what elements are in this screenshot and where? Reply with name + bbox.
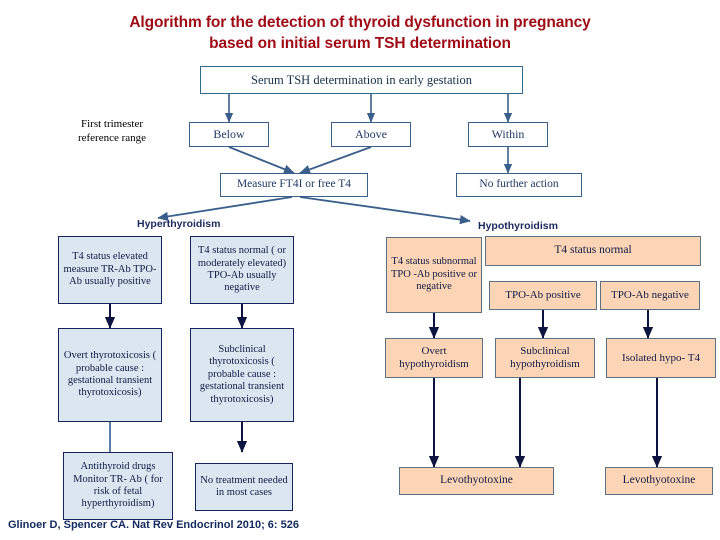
citation-footer: Glinoer D, Spencer CA. Nat Rev Endocrino…: [8, 519, 299, 531]
node-tpo-ab-negative[interactable]: TPO-Ab negative: [600, 281, 700, 310]
node-overt-thyrotoxicosis[interactable]: Overt thyrotoxicosis ( probable cause : …: [58, 328, 162, 422]
node-above[interactable]: Above: [331, 122, 411, 147]
label-hyperthyroidism: Hyperthyroidism: [137, 218, 221, 230]
node-hypo-status-normal[interactable]: T4 status normal: [485, 236, 701, 266]
node-tpo-ab-positive[interactable]: TPO-Ab positive: [489, 281, 597, 310]
node-hyper-status-normal[interactable]: T4 status normal ( or moderately elevate…: [190, 236, 294, 304]
node-root[interactable]: Serum TSH determination in early gestati…: [200, 66, 523, 94]
node-subclinical-thyrotoxicosis[interactable]: Subclinical thyrotoxicosis ( probable ca…: [190, 328, 294, 422]
node-measure-ft4i[interactable]: Measure FT4I or free T4: [220, 173, 368, 197]
label-hypothyroidism: Hypothyroidism: [478, 220, 558, 232]
node-levothyroxine-left[interactable]: Levothyotoxine: [399, 467, 554, 495]
node-no-further-action[interactable]: No further action: [456, 173, 582, 197]
node-subclinical-hypothyroidism[interactable]: Subclinical hypothyroidism: [495, 338, 595, 378]
node-no-treatment-needed[interactable]: No treatment needed in most cases: [195, 463, 293, 511]
title-line-1: Algorithm for the detection of thyroid d…: [129, 14, 591, 31]
node-hypo-status-subnormal[interactable]: T4 status subnormal TPO -Ab positive or …: [386, 237, 482, 313]
title-line-2: based on initial serum TSH determination: [209, 35, 511, 52]
node-below[interactable]: Below: [189, 122, 269, 147]
node-antithyroid-drugs[interactable]: Antithyroid drugs Monitor TR- Ab ( for r…: [63, 452, 173, 520]
node-overt-hypothyroidism[interactable]: Overt hypothyroidism: [385, 338, 483, 378]
node-levothyroxine-right[interactable]: Levothyotoxine: [605, 467, 713, 495]
node-isolated-hypo-t4[interactable]: Isolated hypo- T4: [606, 338, 716, 378]
page-title: Algorithm for the detection of thyroid d…: [0, 12, 720, 54]
node-hyper-status-elevated[interactable]: T4 status elevated measure TR-Ab TPO-Ab …: [58, 236, 162, 304]
node-within[interactable]: Within: [468, 122, 548, 147]
